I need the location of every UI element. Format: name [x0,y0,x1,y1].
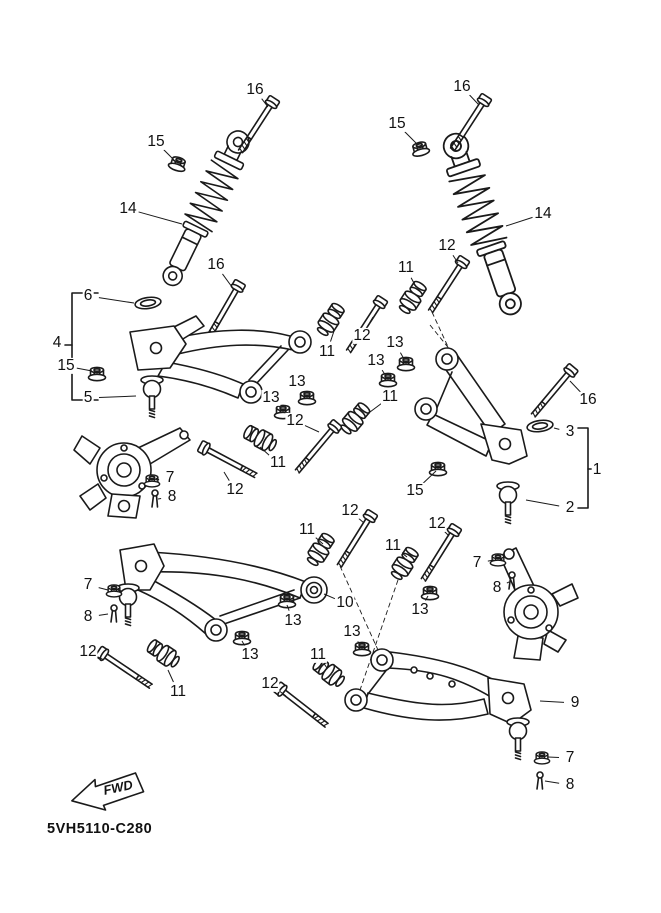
nut-7-lower-right [533,751,551,765]
shock-absorber-left [153,124,259,293]
fwd-arrow: FWD [71,772,145,811]
bracket-group-4 [64,292,99,401]
nut-13-d [273,404,293,420]
bolt-16-top-left [234,94,282,156]
shock-absorber-right [434,127,532,321]
bushing-11-b [313,299,348,340]
bolt-12-f [417,522,464,585]
nut-13-h [352,641,372,657]
pin-8-lower-left [110,604,118,623]
seal-ring-3 [525,417,555,435]
nut-15-shock-left [166,154,189,174]
bolt-12-b [342,294,390,356]
bracket-group-1 [577,427,596,509]
lower-arm-right [344,648,532,725]
steering-knuckle-left [73,427,191,519]
nut-15-shock-right [409,139,432,159]
nut-13-b [378,372,398,388]
nut-7-knuckle-left [143,474,161,488]
nut-13-g [232,630,252,646]
bolt-12-g [94,644,156,693]
nut-13-f [420,585,440,601]
ball-joint-2 [496,481,520,525]
nut-13-c [297,390,317,406]
ball-joint-5 [140,375,164,419]
bolt-16-right [527,362,580,421]
nut-13-a [396,356,416,372]
steering-knuckle-right [499,547,579,661]
nut-7-lower-left [105,584,123,598]
bushing-11-c [336,399,374,438]
part-code: 5VH5110-C280 [47,821,152,837]
bushing-11-f [387,543,422,584]
upper-arm-left [129,315,312,404]
bolt-12-d [196,439,260,482]
bolt-12-h [272,680,332,732]
bushing-11-g [143,636,184,672]
upper-arm-right [414,347,528,465]
bushing-11-h [309,654,349,691]
callout-leader-lines [76,94,581,784]
nut-15-arm-right [428,461,448,477]
fwd-label: FWD [102,777,135,798]
bushing-11-e [303,529,338,570]
bolt-12-e [333,508,380,571]
lower-arm-left [119,543,328,642]
pin-8-knuckle-left [151,489,159,508]
bolt-12-c [291,418,344,477]
seal-ring-6 [133,294,163,312]
bushing-11-d [240,421,280,456]
bolt-12-a [424,254,472,316]
ball-joint-lower-right [506,717,530,761]
pin-8-lower-right [536,771,544,790]
bolt-16-top-right [446,92,494,154]
bushing-11-a [395,277,430,318]
nut-15-arm-left [87,366,107,382]
